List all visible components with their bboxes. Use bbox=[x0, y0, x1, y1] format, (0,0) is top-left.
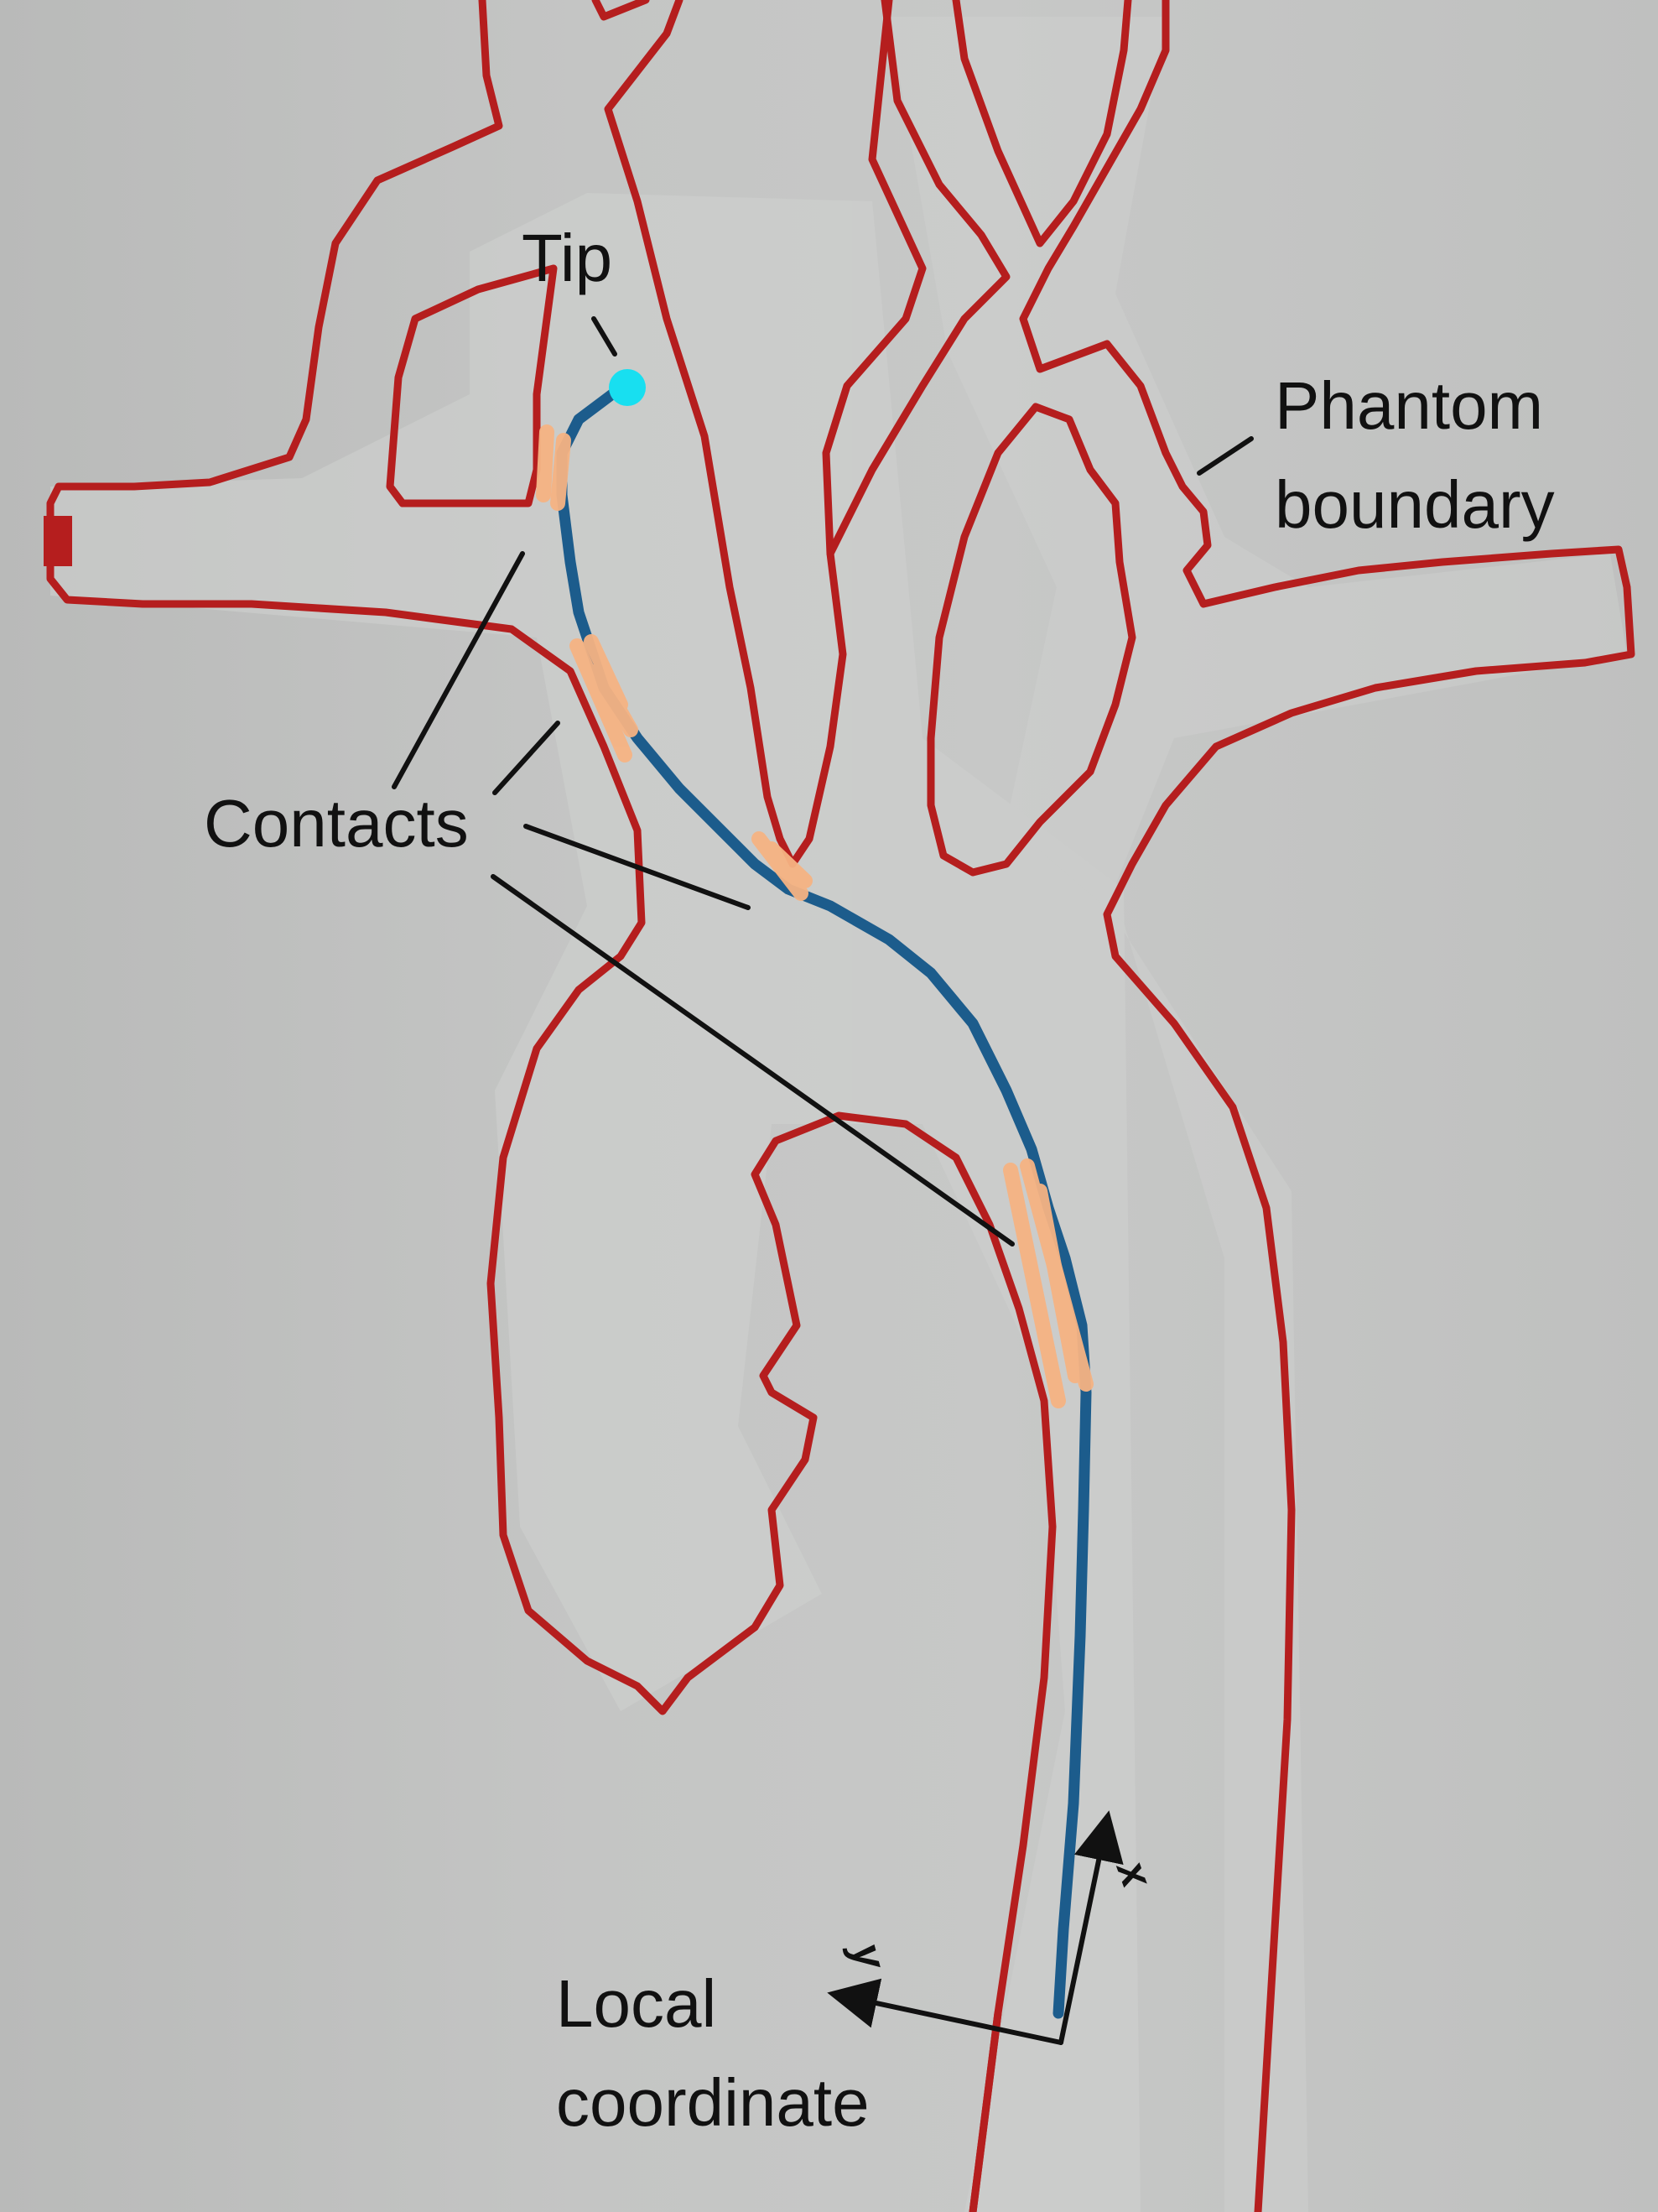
contacts-leader-1 bbox=[392, 551, 525, 789]
contacts-label: Contacts bbox=[204, 786, 469, 861]
phantom-boundary-label: Phantom boundary bbox=[1275, 357, 1555, 554]
local-coordinate-line1: Local bbox=[556, 1966, 717, 2041]
contact-segment-2 bbox=[569, 638, 632, 762]
phantom-leader bbox=[1197, 436, 1254, 476]
contacts-leader-3 bbox=[523, 824, 751, 910]
contact-segment-4c bbox=[1032, 1184, 1083, 1383]
tip-marker bbox=[609, 369, 646, 406]
branch-endcap bbox=[44, 516, 72, 566]
vessel-glass bbox=[50, 17, 1627, 2212]
local-coordinate-line2: coordinate bbox=[556, 2065, 870, 2140]
contact-regions bbox=[536, 424, 1094, 1408]
contact-segment-4 bbox=[1003, 1163, 1066, 1408]
contacts-leader-2 bbox=[492, 721, 560, 795]
contact-segment-1 bbox=[536, 424, 554, 502]
contacts-leader-4 bbox=[491, 874, 1015, 1247]
phantom-boundary-line2: boundary bbox=[1275, 467, 1555, 542]
leader-lines bbox=[392, 316, 1254, 1247]
local-coordinate-label: Local coordinate bbox=[556, 1954, 870, 2152]
tip-label: Tip bbox=[522, 221, 613, 295]
local-coordinate-axes bbox=[827, 1810, 1124, 2045]
axis-y-arrow bbox=[827, 1978, 1063, 2045]
phantom-boundary-line1: Phantom bbox=[1275, 368, 1544, 443]
contact-segment-1b bbox=[550, 433, 571, 511]
axis-x-arrow bbox=[1058, 1810, 1124, 2045]
contact-segment-2c bbox=[590, 664, 638, 737]
contact-segment-3b bbox=[764, 841, 813, 888]
tip-leader bbox=[591, 316, 617, 357]
guidewire bbox=[556, 382, 1092, 2019]
